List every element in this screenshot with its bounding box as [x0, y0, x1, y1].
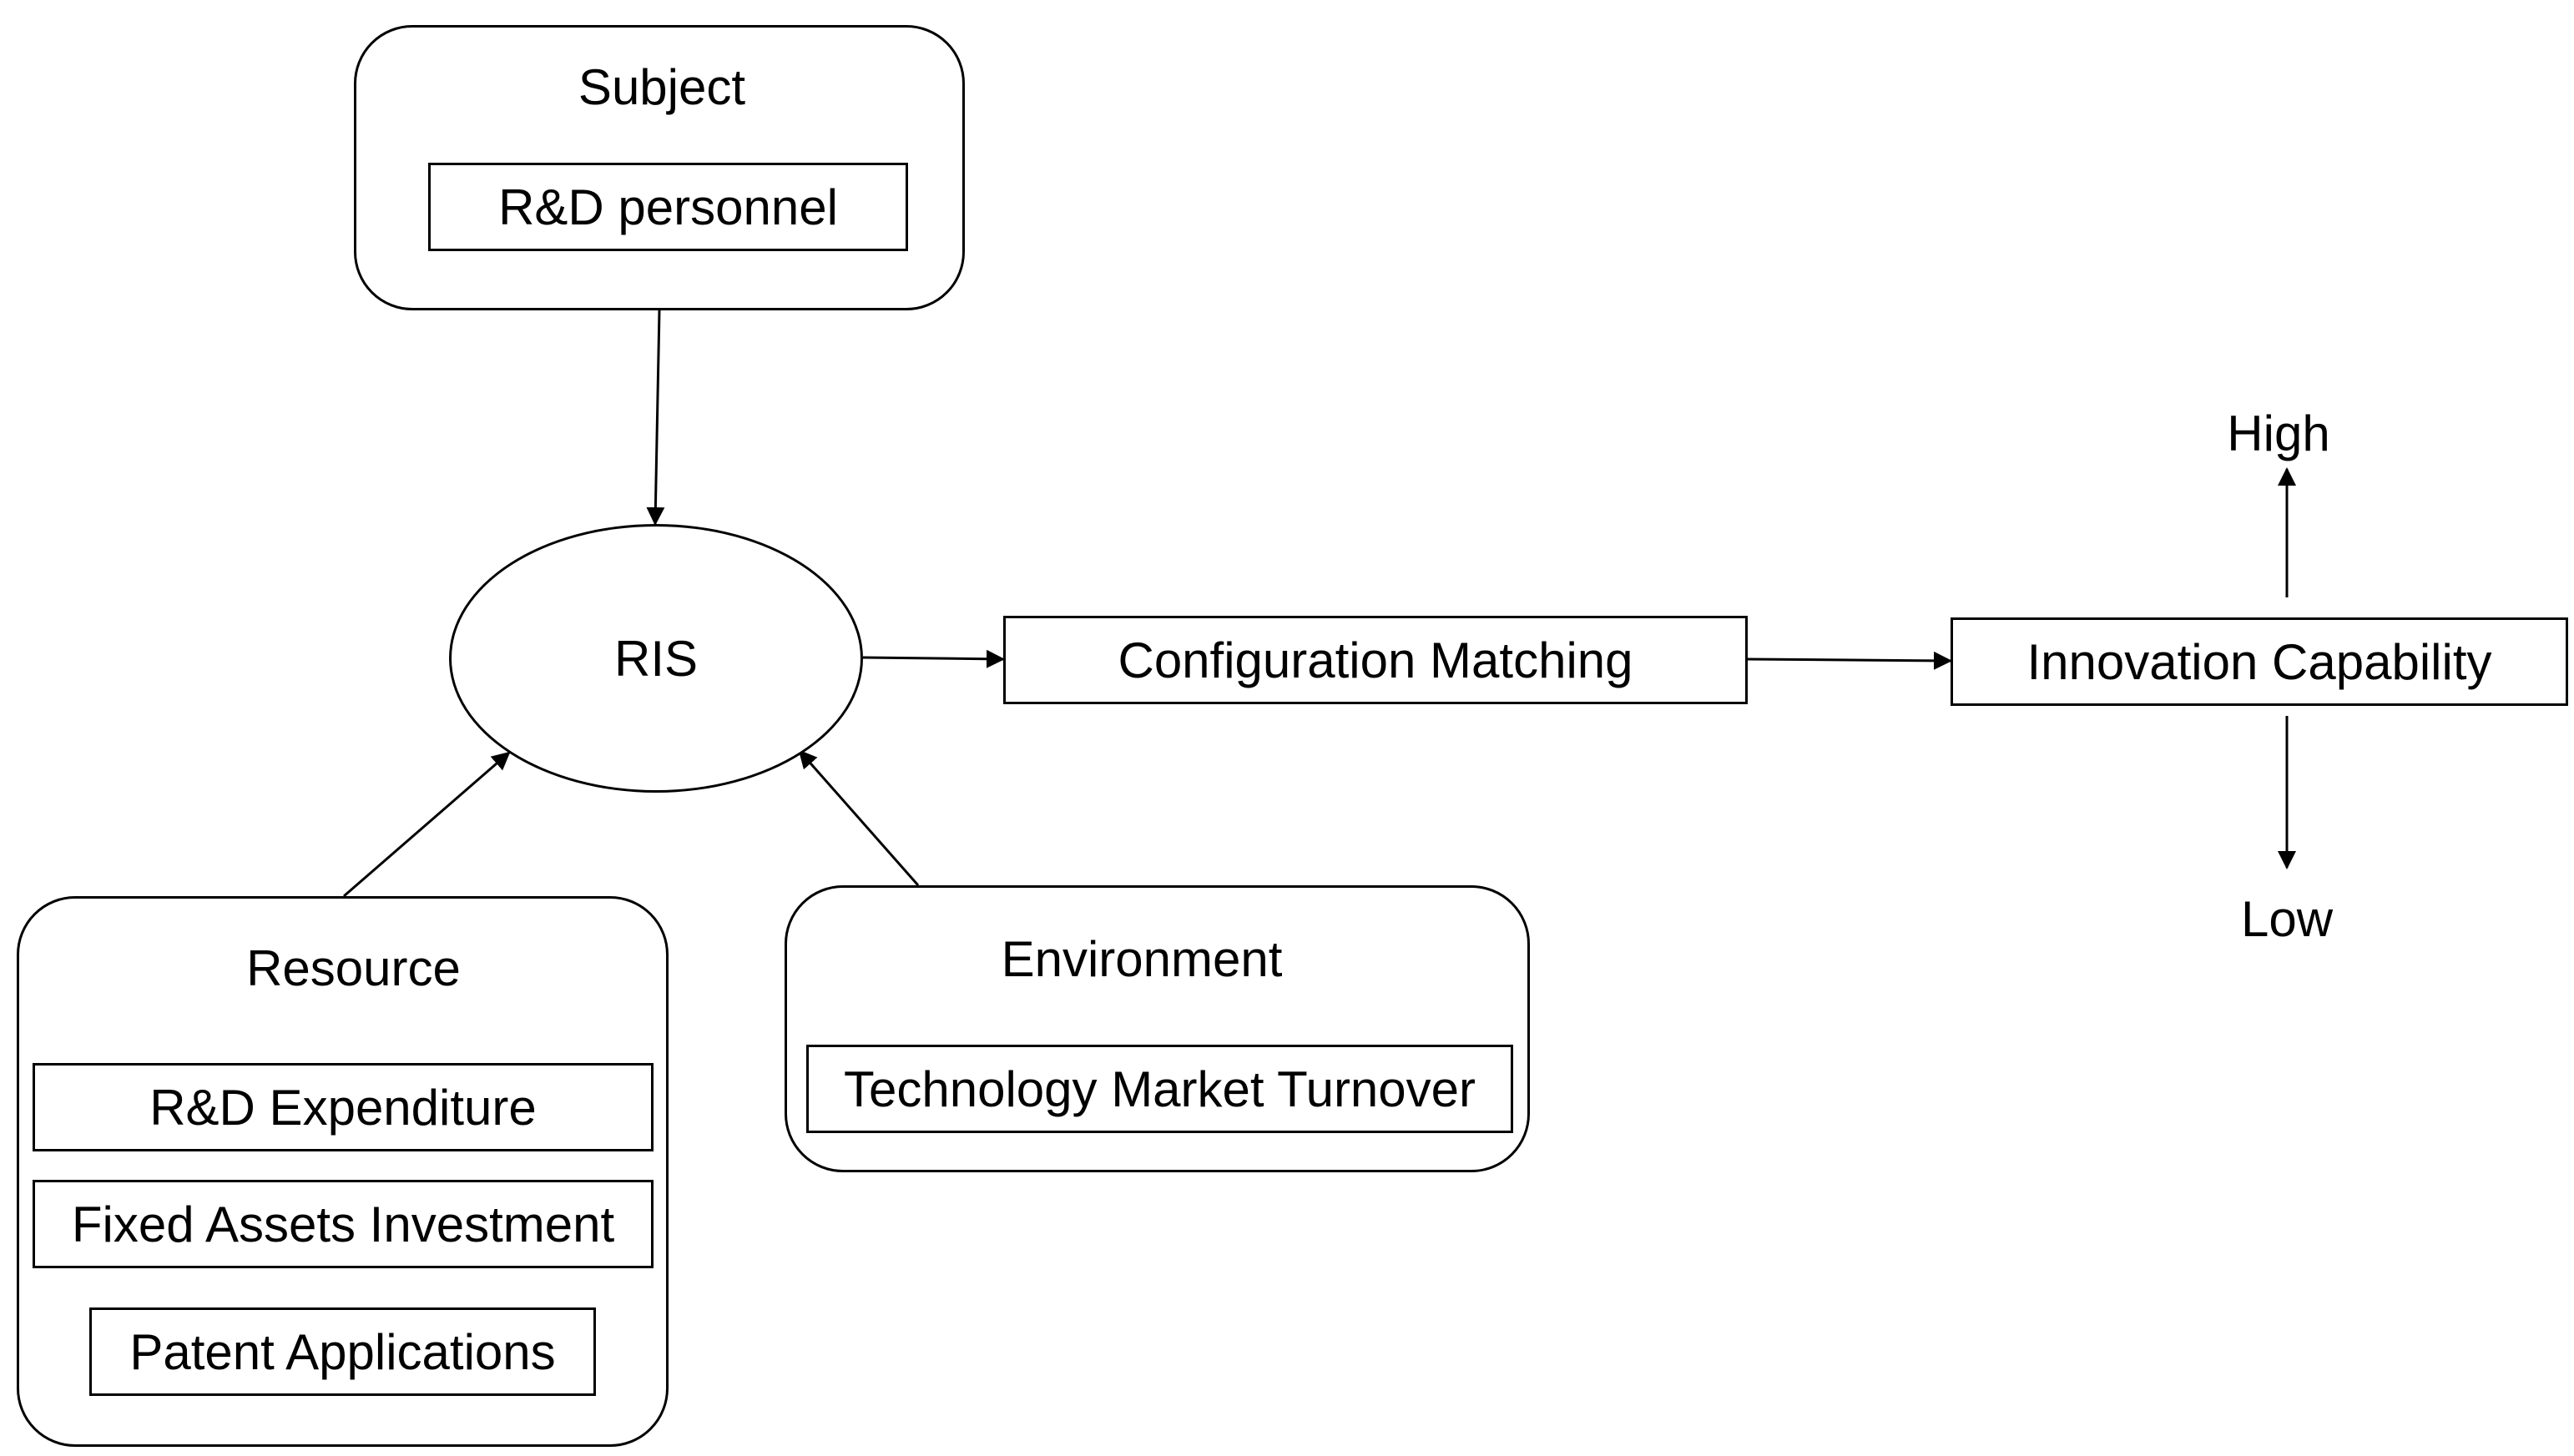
- arrow-ris-to-configuration: [862, 649, 1005, 668]
- arrow-configuration-to-innovation: [1747, 651, 1952, 670]
- arrow-environment-to-ris: [798, 749, 920, 886]
- innovation-capability-node: Innovation Capability: [1951, 617, 2568, 706]
- resource-item-patent-applications: Patent Applications: [89, 1307, 596, 1396]
- environment-title: Environment: [1001, 931, 1283, 987]
- subject-title: Subject: [578, 59, 746, 115]
- high-label: High: [2227, 406, 2330, 461]
- ris-node: RIS: [449, 524, 863, 793]
- arrow-subject-to-ris: [646, 310, 665, 526]
- subject-group: Subject R&D personnel: [354, 25, 965, 310]
- configuration-matching-node: Configuration Matching: [1003, 616, 1748, 704]
- subject-item-rd-personnel: R&D personnel: [428, 163, 908, 251]
- low-label: Low: [2240, 891, 2334, 947]
- resource-item-fixed-assets-investment: Fixed Assets Investment: [33, 1180, 654, 1268]
- environment-group: Environment Technology Market Turnover: [785, 885, 1530, 1172]
- environment-item-technology-market-turnover: Technology Market Turnover: [806, 1045, 1513, 1133]
- resource-group: Resource R&D Expenditure Fixed Assets In…: [17, 896, 669, 1447]
- resource-title: Resource: [246, 940, 461, 996]
- resource-item-rd-expenditure: R&D Expenditure: [33, 1063, 654, 1151]
- arrow-resource-to-ris: [343, 751, 511, 898]
